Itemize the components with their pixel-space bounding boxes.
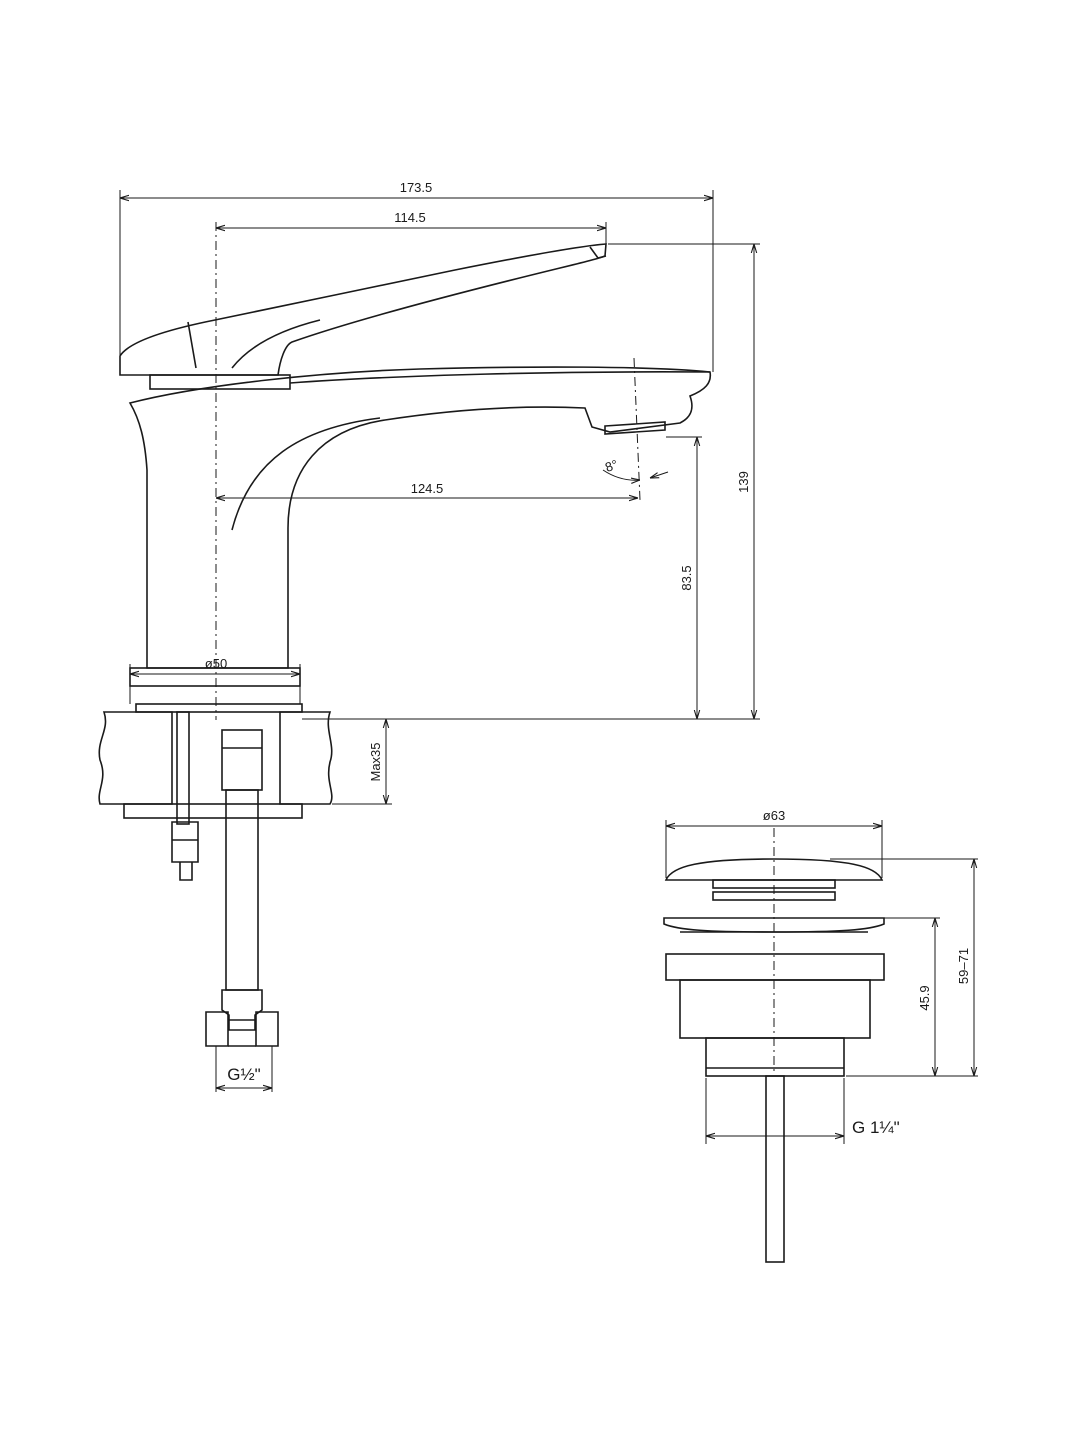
faucet-aerator [604,421,666,435]
drain-body-ring [665,953,885,981]
dim-lever-length: 114.5 [394,210,426,225]
hose-nut-left [205,1011,229,1047]
drain-body [679,979,871,1039]
flex-hose [225,789,259,991]
angle-arc [602,469,640,480]
faucet-body [128,366,712,669]
faucet-gasket [135,703,303,713]
dim-inlet-thread: G½" [227,1065,260,1084]
dim-body-height: 45.9 [917,985,932,1010]
hose-fitting-top [221,729,263,791]
mounting-stud [176,711,190,825]
spout-axis [633,357,641,501]
angle-arrow [650,471,669,478]
dim-total-height: 139 [736,471,751,493]
dim-drain-thread: G 1¼" [852,1118,900,1137]
dim-max-thickness: Max35 [368,742,383,781]
dim-spout-reach: 124.5 [411,481,444,496]
faucet-lever-edge [187,319,321,369]
drain-cap-stem-lower [712,891,836,901]
drain-rod [765,1075,785,1263]
drain-thread-section [705,1037,845,1077]
faucet-lever-tip [589,246,607,259]
dim-spout-height: 83.5 [679,565,694,590]
drain-cap-stem [712,879,836,889]
countertop-right [279,711,333,805]
stud-nut [171,821,199,881]
dim-spout-angle: 8° [603,457,620,475]
drain-cap [664,858,884,881]
dim-drain-total-height: 59–71 [956,948,971,984]
drain-view: ø63 45.9 59–71 G 1¼" [663,808,978,1263]
dim-base-diameter: ø50 [205,656,227,671]
hose-nut-right [255,1011,279,1047]
dim-overall-length: 173.5 [400,180,433,195]
faucet-spout-top [289,371,711,384]
faucet-collar [149,374,291,390]
faucet-spout-inner [231,417,381,531]
hose-nut-center [228,1019,256,1047]
mounting-plate [123,803,303,819]
dim-cap-diameter: ø63 [763,808,785,823]
faucet-lever [119,243,607,376]
faucet-view: 173.5 114.5 124.5 8° 139 83.5 ø50 Max35 [98,180,760,1092]
countertop-left [98,711,173,805]
